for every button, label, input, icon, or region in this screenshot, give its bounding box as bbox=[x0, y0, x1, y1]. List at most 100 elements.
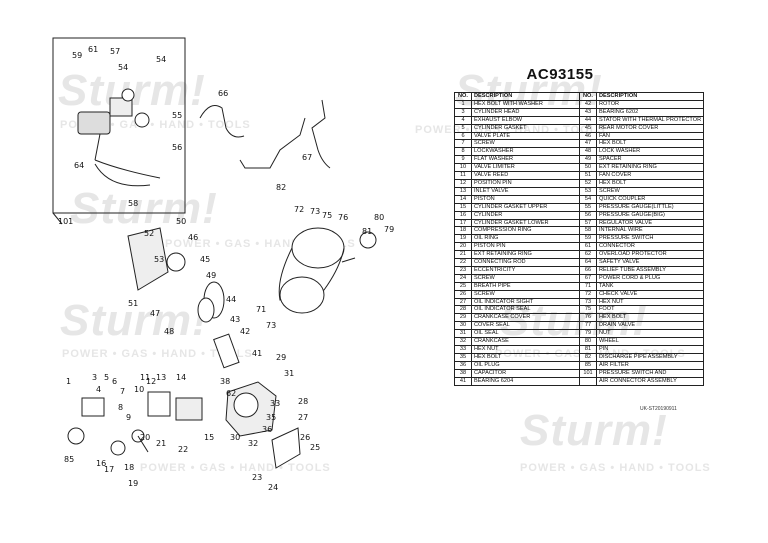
part-description-cell: EXT RETAINING RING bbox=[595, 163, 705, 173]
part-label: 41 bbox=[252, 349, 262, 358]
part-description-cell: CONNECTING ROD bbox=[471, 258, 580, 267]
part-number-cell: 61 bbox=[579, 242, 597, 252]
part-label: 75 bbox=[322, 211, 332, 220]
part-number-cell: 57 bbox=[579, 218, 597, 228]
part-description-cell: POWER CORD & PLUG bbox=[595, 273, 705, 283]
part-number-cell: 24 bbox=[454, 273, 472, 283]
part-description-cell: CRANKCASE bbox=[471, 337, 580, 346]
part-description-cell: BEARING 6202 bbox=[595, 107, 705, 117]
part-label: 15 bbox=[204, 433, 214, 442]
part-description-cell: HEX BOLT bbox=[595, 313, 705, 323]
part-description-cell: FAN COVER bbox=[595, 171, 705, 180]
part-label: 33 bbox=[270, 399, 280, 408]
part-description-cell: ECCENTRICITY bbox=[471, 265, 580, 275]
part-number-cell: 33 bbox=[454, 345, 472, 354]
part-description-cell: HEX NUT bbox=[471, 345, 580, 354]
part-number-cell: 82 bbox=[579, 352, 597, 362]
part-label: 4 bbox=[96, 385, 101, 394]
part-description-cell: HEX NUT bbox=[595, 297, 705, 307]
part-number-cell: 13 bbox=[454, 186, 472, 196]
part-number-cell: 59 bbox=[579, 234, 597, 244]
part-description-cell: QUICK COUPLER bbox=[595, 194, 705, 204]
part-label: 25 bbox=[310, 443, 320, 452]
part-description-cell: NUT bbox=[595, 329, 705, 339]
part-label: 81 bbox=[362, 227, 372, 236]
part-description-cell: CHECK VALVE bbox=[595, 289, 705, 299]
part-number-cell: 73 bbox=[579, 297, 597, 307]
part-number-cell: 15 bbox=[454, 202, 472, 212]
part-label: 50 bbox=[176, 217, 186, 226]
part-label: 58 bbox=[128, 199, 138, 208]
part-description-cell: INTERNAL WIRE bbox=[595, 226, 705, 236]
part-description-cell: DRAIN VALVE bbox=[595, 321, 705, 331]
part-number-cell: 49 bbox=[579, 155, 597, 165]
part-number-cell: 48 bbox=[579, 147, 597, 157]
part-number-cell: 55 bbox=[579, 202, 597, 212]
part-number-cell: 4 bbox=[454, 115, 472, 125]
part-number-cell: 64 bbox=[579, 258, 597, 267]
part-label: 62 bbox=[226, 389, 236, 398]
part-label: 67 bbox=[302, 153, 312, 162]
part-number-cell: 56 bbox=[579, 210, 597, 220]
part-label: 38 bbox=[220, 377, 230, 386]
part-description-cell: FAN bbox=[595, 131, 705, 141]
part-label: 20 bbox=[140, 433, 150, 442]
part-label: 26 bbox=[300, 433, 310, 442]
part-label: 18 bbox=[124, 463, 134, 472]
part-number-cell: 31 bbox=[454, 329, 472, 339]
part-number-cell: 47 bbox=[579, 139, 597, 149]
part-number-cell: 79 bbox=[579, 329, 597, 339]
part-number-cell: 1 bbox=[454, 99, 472, 109]
part-label: 54 bbox=[156, 55, 166, 64]
document-code: UK-ST20190911 bbox=[640, 406, 677, 412]
part-label: 9 bbox=[126, 413, 131, 422]
part-number-cell: 35 bbox=[454, 352, 472, 362]
part-label: 13 bbox=[156, 373, 166, 382]
part-number-cell: 10 bbox=[454, 163, 472, 173]
part-number-cell: 30 bbox=[454, 321, 472, 331]
part-label: 48 bbox=[164, 327, 174, 336]
part-number-cell: 28 bbox=[454, 305, 472, 315]
part-description-cell: FOOT bbox=[595, 305, 705, 315]
part-number-cell: 51 bbox=[579, 171, 597, 180]
part-description-cell: CONNECTOR bbox=[595, 242, 705, 252]
part-description-cell: CAPACITOR bbox=[471, 368, 580, 378]
part-label: 43 bbox=[230, 315, 240, 324]
part-description-cell: CYLINDER GASKET bbox=[471, 123, 580, 133]
part-label: 53 bbox=[154, 255, 164, 264]
part-number-cell: 7 bbox=[454, 139, 472, 149]
part-description-cell: INLET VALVE bbox=[471, 186, 580, 196]
part-label: 17 bbox=[104, 465, 114, 474]
part-label: 35 bbox=[266, 413, 276, 422]
part-number-cell: 85 bbox=[579, 360, 597, 370]
model-title: AC93155 bbox=[526, 66, 594, 83]
part-number-cell: 41 bbox=[454, 376, 472, 386]
part-number-cell: 76 bbox=[579, 313, 597, 323]
part-label: 42 bbox=[240, 327, 250, 336]
part-description-cell: WHEEL bbox=[595, 337, 705, 346]
part-label: 72 bbox=[294, 205, 304, 214]
part-description-cell: FLAT WASHER bbox=[471, 155, 580, 165]
part-description-cell: SCREW bbox=[471, 139, 580, 149]
part-description-cell: BREATH PIPE bbox=[471, 281, 580, 291]
part-number-cell: 18 bbox=[454, 226, 472, 236]
part-number-cell: 52 bbox=[579, 178, 597, 188]
